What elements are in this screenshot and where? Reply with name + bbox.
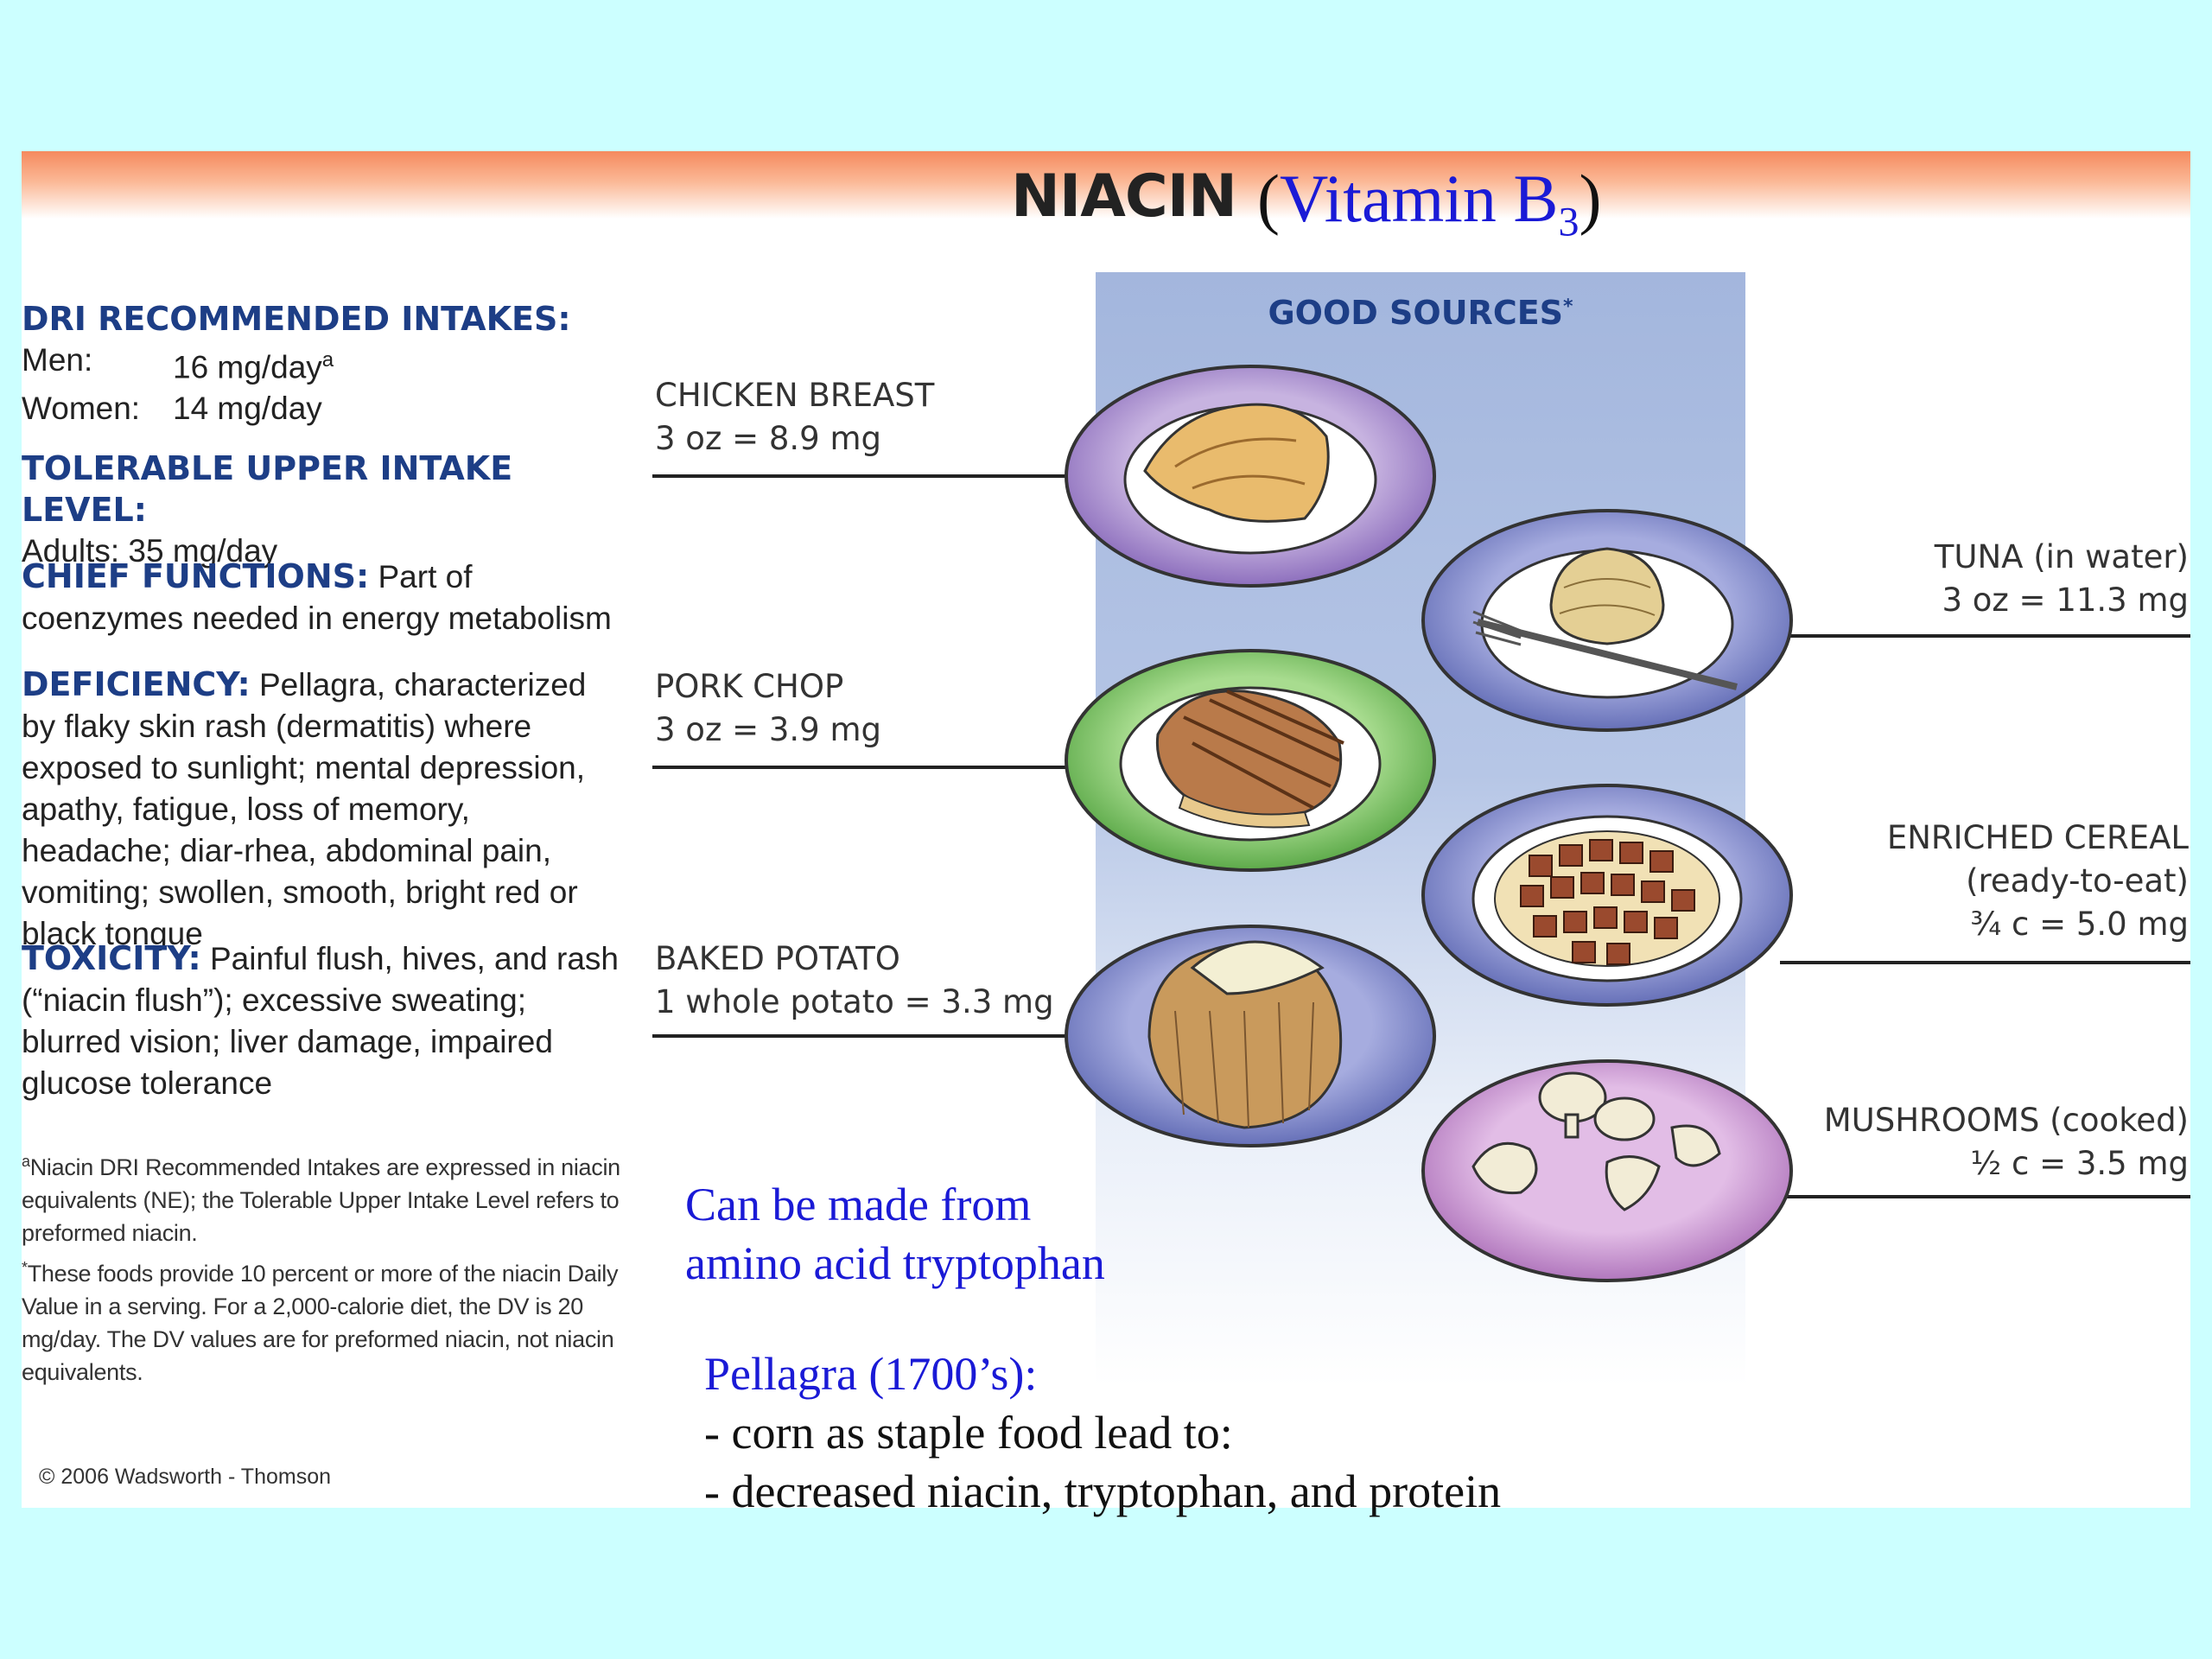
source-chicken-name: CHICKEN BREAST — [655, 377, 935, 414]
pellagra-line2: - decreased niacin, tryptophan, and prot… — [704, 1465, 1502, 1517]
enriched-cereal-plate — [1421, 784, 1793, 1007]
subtitle-text: Vitamin B — [1279, 161, 1559, 236]
footnote-star: *These foods provide 10 percent or more … — [22, 1251, 626, 1389]
pellagra-line1: - corn as staple food lead to: — [704, 1407, 1233, 1459]
dri-men-value: 16 mg/daya — [173, 348, 334, 385]
dri-men-label: Men: — [22, 342, 93, 378]
source-cereal-extra: (ready-to-eat) — [1966, 862, 2189, 899]
pellagra-heading: Pellagra (1700’s): — [704, 1348, 1038, 1400]
dri-women-row: Women: 14 mg/day — [22, 388, 626, 429]
functions-text: Part of coenzymes needed in energy metab… — [22, 559, 612, 636]
tryptophan-note-line1: Can be made from — [685, 1179, 1032, 1230]
source-mushrooms-amount: ½ c = 3.5 mg — [1970, 1145, 2189, 1182]
dri-section: DRI RECOMMENDED INTAKES: Men: 16 mg/daya… — [22, 298, 626, 429]
functions-section: CHIEF FUNCTIONS: Part of coenzymes neede… — [22, 556, 626, 639]
source-mushrooms: MUSHROOMS (cooked) ½ c = 3.5 mg — [1824, 1099, 2189, 1185]
footnote-star-mark: * — [22, 1259, 28, 1276]
mushrooms-plate — [1421, 1059, 1793, 1282]
dri-women-label: Women: — [22, 391, 141, 427]
source-cereal-amount: ¾ c = 5.0 mg — [1970, 906, 2189, 943]
subtitle-close-paren: ) — [1579, 161, 1602, 236]
baked-potato-plate — [1065, 925, 1436, 1147]
deficiency-section: DEFICIENCY: Pellagra, characterized by f… — [22, 664, 626, 955]
footnote-a-text: Niacin DRI Recommended Intakes are expre… — [22, 1154, 620, 1246]
source-pork-name: PORK CHOP — [655, 668, 844, 705]
tryptophan-note: Can be made from amino acid tryptophan — [685, 1175, 1105, 1293]
dri-women-value: 14 mg/day — [173, 391, 322, 427]
chicken-breast-plate — [1065, 365, 1436, 588]
deficiency-heading: DEFICIENCY: — [22, 665, 251, 703]
pork-chop-plate — [1065, 649, 1436, 872]
source-potato-name: BAKED POTATO — [655, 940, 900, 977]
toxicity-heading: TOXICITY: — [22, 939, 201, 977]
dri-heading: DRI RECOMMENDED INTAKES: — [22, 300, 571, 338]
upper-text: Adults: 35 mg/day — [22, 533, 278, 569]
source-potato-amount: 1 whole potato = 3.3 mg — [655, 983, 1054, 1020]
page-title: NIACIN — [1011, 162, 1237, 231]
footnote-star-text: These foods provide 10 percent or more o… — [22, 1261, 619, 1385]
source-tuna: TUNA (in water) 3 oz = 11.3 mg — [1935, 536, 2189, 622]
toxicity-section: TOXICITY: Painful flush, hives, and rash… — [22, 938, 626, 1104]
tryptophan-note-line2: amino acid tryptophan — [685, 1237, 1105, 1289]
subtitle-open-paren: ( — [1257, 161, 1280, 236]
toxicity-text: Painful flush, hives, and rash (“niacin … — [22, 941, 620, 1101]
source-mushrooms-name: MUSHROOMS (cooked) — [1823, 1102, 2189, 1139]
source-pork: PORK CHOP 3 oz = 3.9 mg — [655, 665, 881, 752]
page-subtitle: (Vitamin B3) — [1257, 160, 1601, 246]
title-bar — [22, 151, 2190, 219]
good-sources-title: GOOD SOURCES* — [1268, 294, 1573, 332]
source-tuna-amount: 3 oz = 11.3 mg — [1942, 582, 2189, 619]
source-cereal: ENRICHED CEREAL (ready-to-eat) ¾ c = 5.0… — [1887, 817, 2189, 946]
upper-section: TOLERABLE UPPER INTAKE LEVEL: Adults: 35… — [22, 448, 626, 572]
source-tuna-name: TUNA (in water) — [1934, 538, 2189, 575]
tuna-plate — [1421, 509, 1793, 732]
source-potato: BAKED POTATO 1 whole potato = 3.3 mg — [655, 938, 1054, 1024]
source-chicken: CHICKEN BREAST 3 oz = 8.9 mg — [655, 374, 934, 461]
upper-heading: TOLERABLE UPPER INTAKE LEVEL: — [22, 449, 513, 529]
dri-men-row: Men: 16 mg/daya — [22, 340, 626, 388]
source-pork-amount: 3 oz = 3.9 mg — [655, 711, 882, 748]
footnote-a-mark: a — [22, 1153, 30, 1170]
footnote-a: aNiacin DRI Recommended Intakes are expr… — [22, 1145, 626, 1249]
copyright: © 2006 Wadsworth - Thomson — [39, 1465, 332, 1489]
functions-heading: CHIEF FUNCTIONS: — [22, 557, 370, 595]
source-cereal-name: ENRICHED CEREAL — [1886, 819, 2189, 856]
subtitle-subscript: 3 — [1558, 199, 1580, 245]
pellagra-note: Pellagra (1700’s): - corn as staple food… — [704, 1344, 1501, 1521]
deficiency-text: Pellagra, characterized by flaky skin ra… — [22, 667, 587, 951]
source-chicken-amount: 3 oz = 8.9 mg — [655, 420, 882, 457]
